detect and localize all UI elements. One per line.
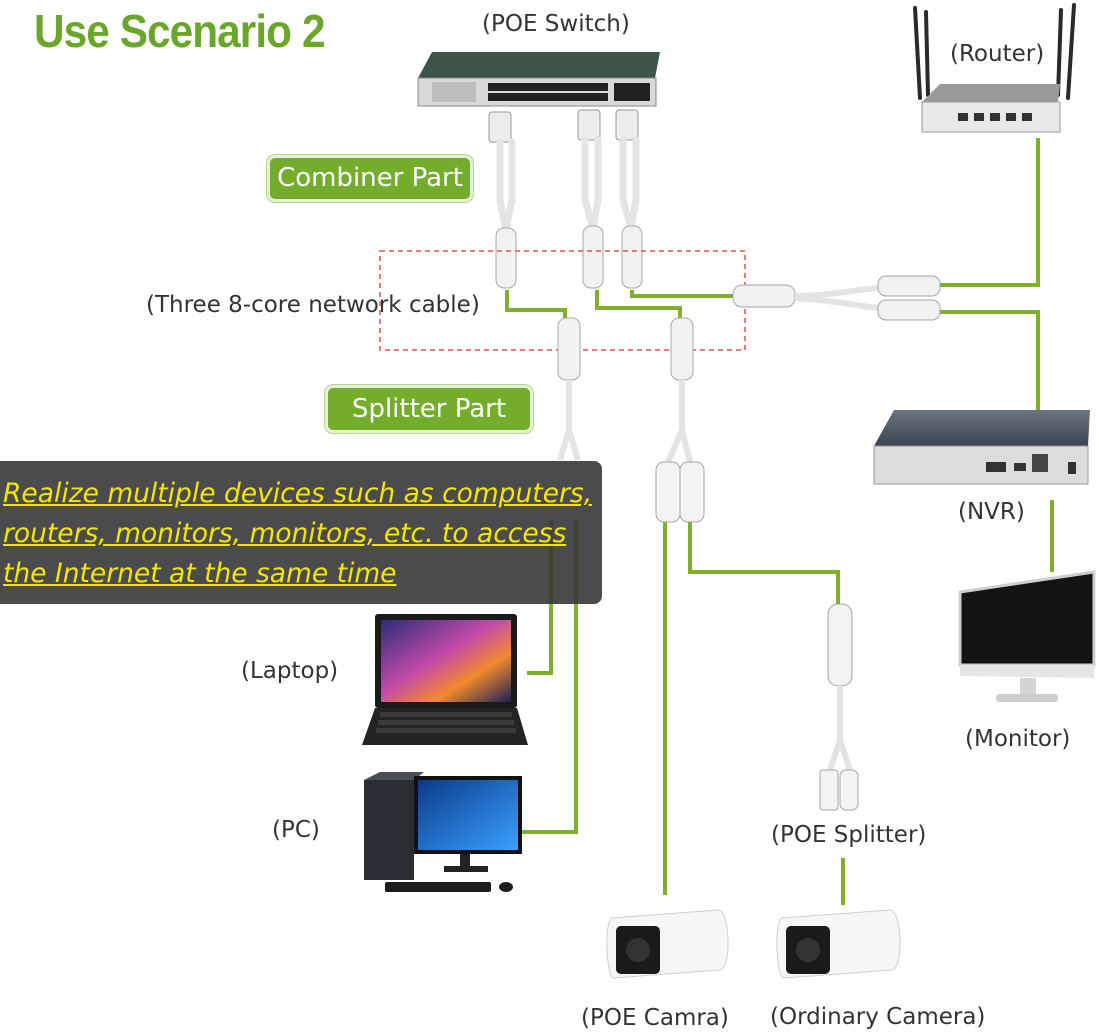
benefit-callout: Realize multiple devices such as compute… [0, 461, 602, 604]
cable-router [940, 138, 1040, 287]
cable-combiner-left [505, 290, 567, 325]
diagram-title: Use Scenario 2 [34, 5, 325, 57]
ordinary-camera-label: (Ordinary Camera) [770, 1004, 986, 1030]
splitter-part-badge: Splitter Part [325, 385, 533, 433]
nvr-label: (NVR) [958, 499, 1025, 525]
callout-line-2: routers, monitors, monitors, etc. to acc… [3, 518, 567, 549]
cable-combiner-mid [595, 290, 682, 325]
poe-camera-label: (POE Camra) [581, 1005, 729, 1031]
callout-line-1: Realize multiple devices such as compute… [3, 478, 593, 509]
splitter-part-icon [557, 317, 705, 523]
poe-splitter-icon [819, 603, 859, 811]
poe-switch-icon [417, 52, 660, 143]
laptop-label: (Laptop) [241, 658, 339, 684]
pc-icon [364, 772, 522, 892]
pc-label: (PC) [272, 817, 320, 843]
poe-switch-label: (POE Switch) [482, 11, 630, 37]
cable-combiner-right [630, 290, 738, 298]
combiner-part-badge: Combiner Part [267, 155, 473, 202]
cable-pc [520, 520, 578, 834]
router-label: (Router) [950, 41, 1045, 67]
poe-splitter-label: (POE Splitter) [771, 822, 927, 848]
three-cable-label: (Three 8-core network cable) [146, 292, 480, 318]
combiner-part-icon [496, 136, 640, 234]
cable-nvr [940, 310, 1040, 412]
combiner-connector-icon [732, 275, 941, 321]
router-icon [913, 3, 1076, 133]
cable-poe-splitter [688, 520, 840, 605]
ordinary-camera-icon [776, 909, 901, 979]
laptop-icon [362, 614, 528, 745]
monitor-label: (Monitor) [965, 726, 1071, 752]
callout-line-3: the Internet at the same time [3, 558, 397, 589]
poe-camera-icon [606, 909, 729, 979]
monitor-icon [958, 570, 1096, 702]
nvr-icon [873, 410, 1090, 485]
